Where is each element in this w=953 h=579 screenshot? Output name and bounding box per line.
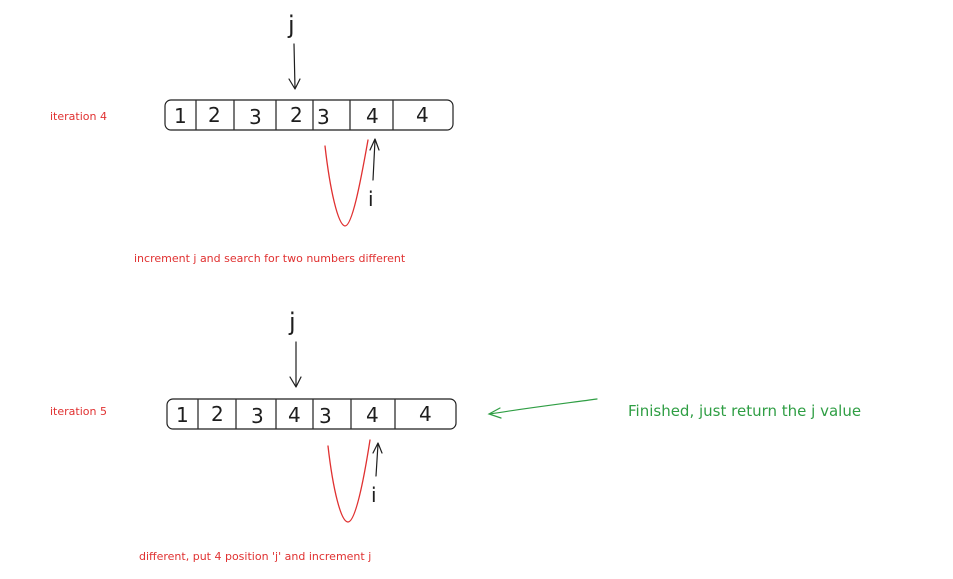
finished-note: Finished, just return the j value <box>628 402 861 420</box>
iteration-4-i-label: i <box>368 187 374 211</box>
finished-arrow <box>487 398 598 419</box>
iteration-4-cell: 4 <box>416 103 429 127</box>
iteration-4-note: increment j and search for two numbers d… <box>134 252 406 265</box>
iteration-5-cell: 3 <box>319 404 332 428</box>
iteration-5-cell: 1 <box>176 403 189 427</box>
iteration-5-group: iteration 5 j 1 2 3 4 3 4 4 <box>50 308 457 563</box>
iteration-4-cell: 4 <box>366 104 379 128</box>
iteration-4-cell: 3 <box>317 105 330 129</box>
iteration-4-i-arrow <box>369 138 380 181</box>
iteration-5-j-arrow <box>289 341 302 388</box>
iteration-4-cell: 1 <box>174 104 187 128</box>
iteration-4-cell: 2 <box>208 103 221 127</box>
iteration-5-cell: 4 <box>419 402 432 426</box>
iteration-5-array: 1 2 3 4 3 4 4 <box>166 398 457 430</box>
iteration-5-j-label: j <box>288 308 296 336</box>
iteration-4-array: 1 2 3 2 3 4 4 <box>164 99 454 131</box>
iteration-5-label: iteration 5 <box>50 405 107 418</box>
iteration-4-array-box <box>164 99 454 131</box>
iteration-4-group: iteration 4 j 1 2 3 2 3 4 4 <box>50 11 454 265</box>
iteration-5-cell: 4 <box>366 403 379 427</box>
finished-annotation: Finished, just return the j value <box>487 398 861 420</box>
iteration-4-j-arrow <box>288 43 301 90</box>
iteration-5-i-arrow <box>372 442 383 477</box>
iteration-4-j-label: j <box>287 11 295 39</box>
iteration-4-cell: 3 <box>249 105 262 129</box>
iteration-5-note: different, put 4 position 'j' and increm… <box>139 550 371 563</box>
iteration-5-swap-curve <box>327 439 371 523</box>
iteration-5-cell: 4 <box>288 403 301 427</box>
iteration-4-cell: 2 <box>290 103 303 127</box>
iteration-5-array-box <box>166 398 457 430</box>
iteration-5-i-label: i <box>371 483 377 507</box>
iteration-5-cell: 3 <box>251 404 264 428</box>
iteration-5-cell: 2 <box>211 402 224 426</box>
iteration-4-label: iteration 4 <box>50 110 107 123</box>
iteration-4-swap-curve <box>324 139 369 227</box>
